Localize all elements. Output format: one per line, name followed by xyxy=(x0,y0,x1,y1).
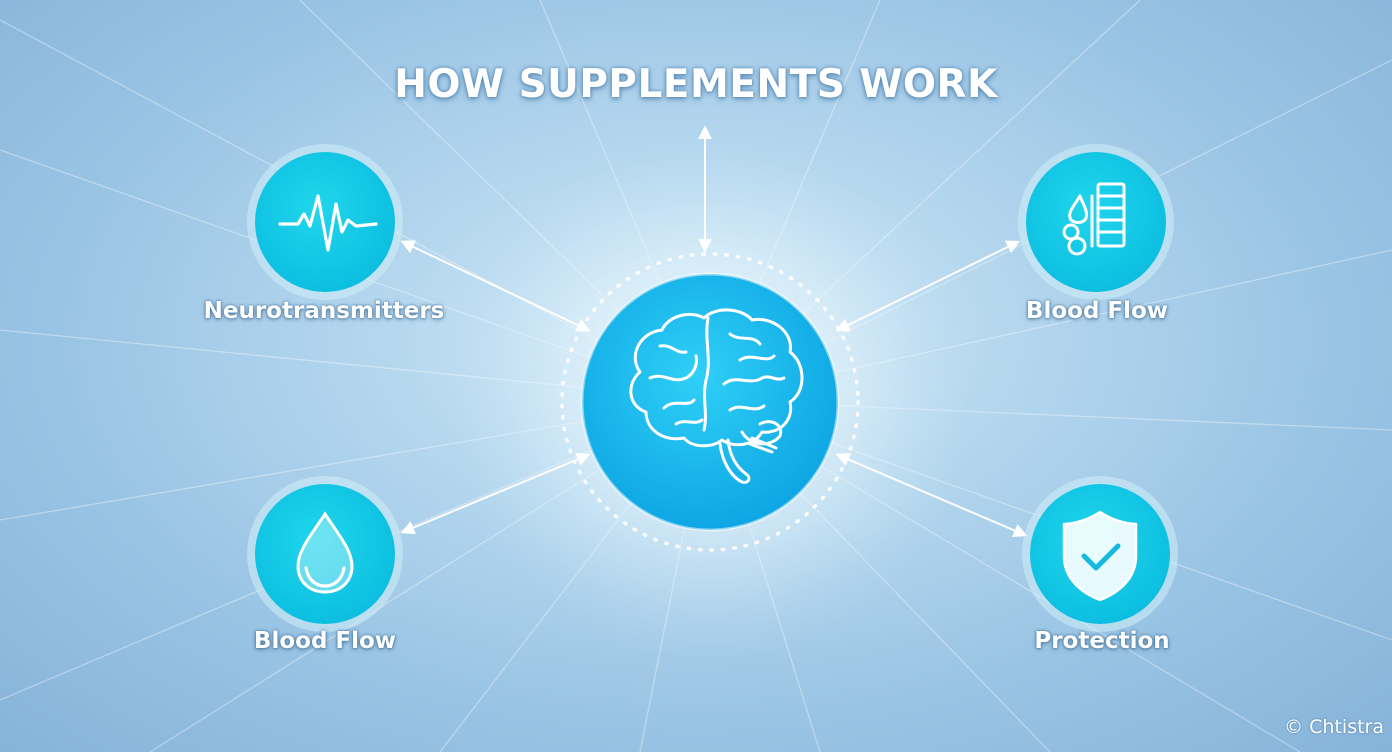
label-neurotransmitters: Neurotransmitters xyxy=(203,298,445,324)
connector-protection xyxy=(835,452,1028,538)
connector-blood-flow-top xyxy=(835,240,1021,332)
node-protection xyxy=(1022,476,1178,632)
node-circle xyxy=(1026,152,1166,292)
node-circle xyxy=(255,152,395,292)
dotted-ring xyxy=(560,252,860,552)
brain-icon xyxy=(629,308,804,484)
connectors xyxy=(400,125,1028,538)
connector-neurotransmitters xyxy=(400,240,591,332)
watermark-text: Chtistra xyxy=(1309,716,1384,738)
heartbeat-wave-icon xyxy=(278,194,378,252)
connector-blood-flow-bottom xyxy=(400,452,591,535)
water-drop-icon xyxy=(296,511,354,594)
node-circle xyxy=(255,484,395,624)
watermark: © Chtistra xyxy=(1284,716,1384,738)
blood-cells-chart-icon xyxy=(1062,182,1126,256)
label-protection: Protection xyxy=(1034,628,1170,654)
node-neurotransmitters xyxy=(247,144,403,300)
label-blood-flow-bottom: Blood Flow xyxy=(253,628,397,654)
shield-check-icon xyxy=(1062,510,1138,602)
node-blood-flow-top xyxy=(1018,144,1174,300)
label-blood-flow-top: Blood Flow xyxy=(1025,298,1169,324)
center-node xyxy=(560,252,860,552)
diagram-title: HOW SUPPLEMENTS WORK xyxy=(394,62,998,107)
copyright-icon: © xyxy=(1284,716,1304,738)
node-blood-flow-bottom xyxy=(247,476,403,632)
